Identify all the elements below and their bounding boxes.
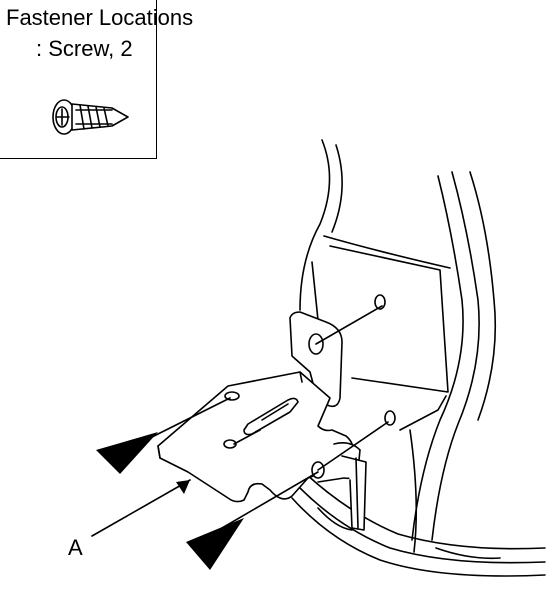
callout-a-arrowhead [176, 480, 190, 494]
callout-label-a: A [68, 535, 83, 560]
vehicle-frame-panel [299, 139, 497, 553]
fastener-legend-box: Fastener Locations : Screw, 2 [0, 0, 193, 159]
arrow-pointer-upper [96, 432, 158, 474]
screw-axis-lines [233, 305, 389, 471]
fastener-count-label: : Screw, 2 [36, 36, 133, 61]
screw-icon [52, 99, 129, 135]
arrow-leaders [91, 397, 319, 537]
arrow-pointer-lower [186, 518, 244, 570]
legend-title: Fastener Locations [6, 5, 194, 30]
wiring-harness [291, 473, 546, 577]
